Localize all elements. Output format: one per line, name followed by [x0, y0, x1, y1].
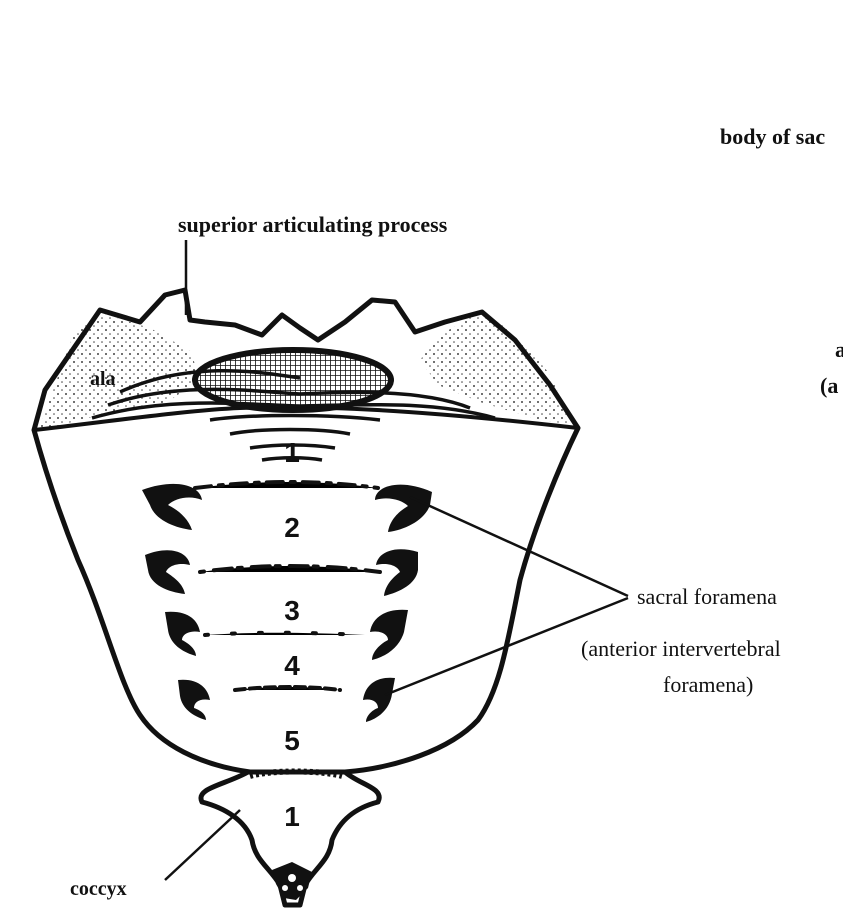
foramina-left: [142, 484, 210, 720]
segment-4-label: 4: [284, 650, 300, 681]
foramen-left-1: [142, 484, 202, 530]
coccyx-leader: [165, 810, 240, 880]
foramen-left-2: [145, 550, 190, 594]
foramen-right-4: [363, 678, 395, 722]
right-cut-label-line1: a: [835, 337, 843, 362]
foramen-left-4: [178, 680, 210, 720]
foramen-right-3: [370, 610, 408, 660]
segment-3-label: 3: [284, 595, 300, 626]
body-of-sacrum-label: body of sac: [720, 124, 825, 149]
coccyx-tip-hole-2: [282, 885, 288, 891]
foramen-right-1: [375, 485, 432, 532]
sacral-body-oval: [195, 350, 391, 410]
foramen-left-3: [165, 612, 200, 656]
anterior-intervertebral-label: (anterior intervertebral: [581, 636, 781, 661]
superior-articulating-process-label: superior articulating process: [178, 212, 448, 237]
coccyx-tip-hole-3: [297, 885, 303, 891]
segment-1-label: 1: [284, 437, 300, 468]
foramena-label: foramena): [663, 672, 753, 697]
coccyx-segment-label: 1: [284, 801, 300, 832]
segment-2-label: 2: [284, 512, 300, 543]
coccyx-tip-hole-1: [288, 874, 296, 882]
right-cut-label-line2: (a: [820, 373, 838, 398]
coccyx-label: coccyx: [70, 878, 127, 900]
foramen-right-2: [376, 549, 418, 596]
ala-label: ala: [90, 368, 116, 390]
sacral-foramena-label: sacral foramena: [637, 584, 777, 609]
foramina-right: [363, 485, 432, 722]
segment-5-label: 5: [284, 725, 300, 756]
